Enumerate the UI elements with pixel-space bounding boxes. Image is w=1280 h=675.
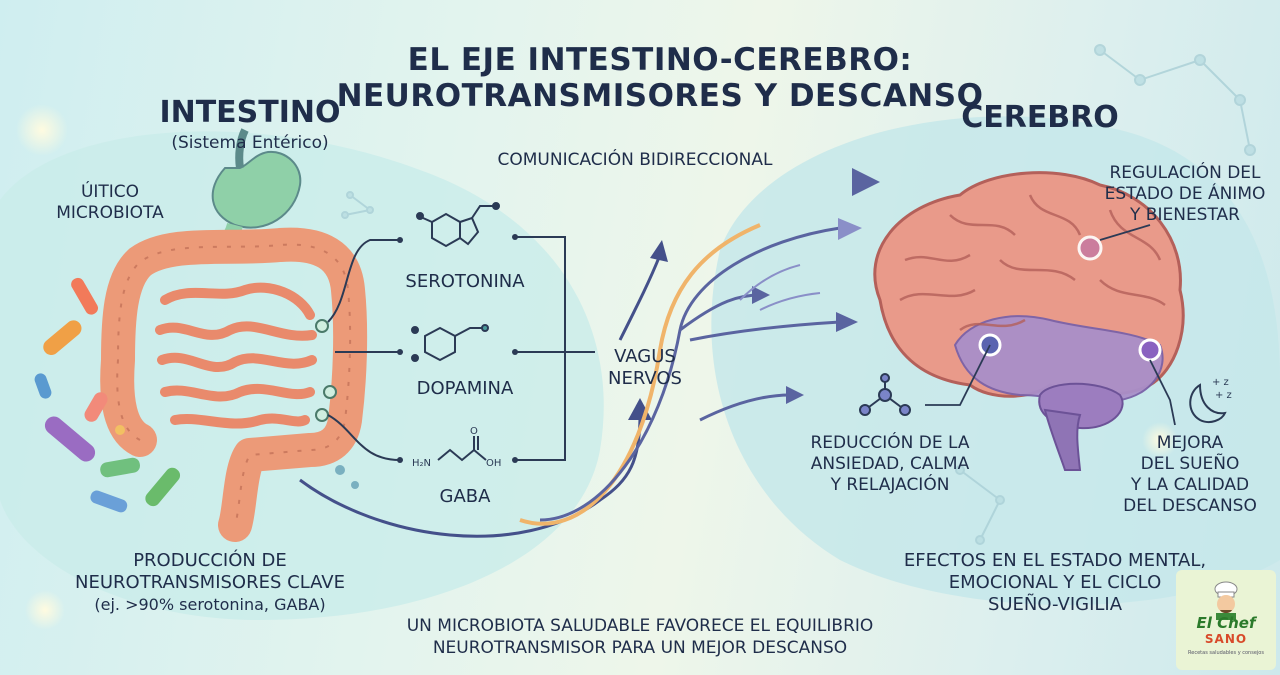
effects-line-1: EFECTOS EN EL ESTADO MENTAL, [903, 550, 1207, 571]
gut-nerve-node [315, 319, 329, 333]
sleep-line-1: MEJORA [1156, 433, 1224, 453]
mood-line-2: ESTADO DE ÁNIMO [1104, 184, 1266, 204]
brain-lower-region [953, 315, 1164, 403]
production-label: PRODUCCIÓN DE NEUROTRANSMISORES CLAVE (e… [40, 550, 380, 616]
gaba-structure [437, 436, 487, 462]
brain-highlight-mood [1077, 235, 1103, 261]
sparkle-glow [16, 104, 68, 156]
logo-line-1: El Chef [1196, 614, 1256, 632]
mood-line-1: REGULACIÓN DEL [1109, 163, 1261, 183]
production-line-2: NEUROTRANSMISORES CLAVE [75, 572, 345, 593]
mood-label: REGULACIÓN DEL ESTADO DE ÁNIMO Y BIENEST… [1090, 163, 1280, 226]
brain-folds [899, 194, 1166, 332]
microbiota-line-1: ÚITICO [80, 182, 140, 202]
anxiety-line-2: ANSIEDAD, CALMA [810, 454, 970, 474]
serotonin-label: SEROTONINA [405, 271, 525, 292]
gaba-label: GABA [439, 486, 491, 507]
el-chef-sano-logo: El Chef SANO Recetas saludables y consej… [1176, 570, 1276, 670]
gut-to-molecule-lines [327, 236, 595, 461]
bottom-line-2: NEUROTRANSMISOR PARA UN MEJOR DESCANSO [432, 638, 848, 658]
intestine-subheading: (Sistema Entérico) [171, 133, 329, 153]
dopamine-structure [411, 324, 489, 362]
effects-label: EFECTOS EN EL ESTADO MENTAL, EMOCIONAL Y… [880, 550, 1230, 616]
molecule-decoration [341, 44, 1256, 545]
sleep-line-3: Y LA CALIDAD [1130, 475, 1250, 495]
connector-dots [397, 234, 518, 463]
vagus-nerve [299, 218, 862, 538]
effects-line-2: EMOCIONAL Y EL CICLO [948, 572, 1162, 593]
vagus-nerve-label: VAGUS NERVOS [585, 346, 705, 390]
gaba-formula-right: OH [486, 458, 501, 469]
gaba-formula-o: O [470, 426, 478, 437]
logo-tagline: Recetas saludables y consejos [1188, 650, 1264, 656]
sparkle-glow [1142, 422, 1178, 458]
anxiety-label: REDUCCIÓN DE LA ANSIEDAD, CALMA Y RELAJA… [790, 433, 990, 496]
sleep-line-4: DEL DESCANSO [1123, 496, 1257, 516]
microbiota-line-2: MICROBIOTA [56, 203, 164, 223]
stomach [211, 150, 302, 229]
title-line-1: EL EJE INTESTINO-CEREBRO: [407, 42, 913, 78]
chef-icon [1214, 581, 1238, 620]
serotonin-structure [416, 202, 500, 248]
mood-line-3: Y BIENESTAR [1130, 205, 1240, 225]
communication-arrowhead [852, 168, 880, 196]
brain-pointer-lines [925, 224, 1176, 426]
small-intestine [155, 282, 317, 429]
bottom-line-1: UN MICROBIOTA SALUDABLE FAVORECE EL EQUI… [406, 616, 874, 636]
dopamine-label: DOPAMINA [416, 378, 514, 399]
gaba-formula-left: H₂N [412, 458, 431, 469]
microbiota-bacteria [34, 277, 359, 513]
gut-nerve-node [323, 385, 337, 399]
vagus-line-2: NERVOS [608, 368, 682, 389]
esophagus [235, 128, 249, 169]
anxiety-line-1: REDUCCIÓN DE LA [810, 433, 970, 453]
moon-icon [1189, 383, 1227, 423]
sleep-z-icon: + z [1215, 390, 1232, 401]
microbiota-label: ÚITICO MICROBIOTA [40, 182, 180, 224]
production-line-3: (ej. >90% serotonina, GABA) [94, 595, 326, 614]
sparkle-glow [25, 590, 65, 630]
sleep-line-2: DEL SUEÑO [1140, 454, 1240, 474]
brain-heading: CEREBRO [961, 100, 1119, 135]
vagus-line-1: VAGUS [614, 346, 676, 367]
brain-stem [1043, 408, 1082, 471]
title-line-2: NEUROTRANSMISORES Y DESCANSO [336, 78, 984, 114]
production-line-1: PRODUCCIÓN DE [133, 550, 287, 571]
sleep-z-icon: + z [1212, 377, 1229, 388]
sleep-label: MEJORA DEL SUEÑO Y LA CALIDAD DEL DESCAN… [1100, 433, 1280, 517]
effects-line-3: SUEÑO-VIGILIA [987, 594, 1123, 615]
brain-highlight-sleep [1138, 338, 1162, 362]
large-intestine-outline [116, 243, 352, 526]
logo-line-2: SANO [1204, 632, 1248, 646]
gut-nerve-node [315, 408, 329, 422]
communication-label: COMUNICACIÓN BIDIRECCIONAL [497, 150, 773, 170]
molecule-icon [859, 373, 911, 416]
intestine-heading: INTESTINO [159, 95, 341, 130]
anxiety-line-3: Y RELAJACIÓN [830, 475, 950, 495]
bottom-message: UN MICROBIOTA SALUDABLE FAVORECE EL EQUI… [370, 615, 910, 659]
page-title: EL EJE INTESTINO-CEREBRO: NEUROTRANSMISO… [330, 42, 990, 114]
